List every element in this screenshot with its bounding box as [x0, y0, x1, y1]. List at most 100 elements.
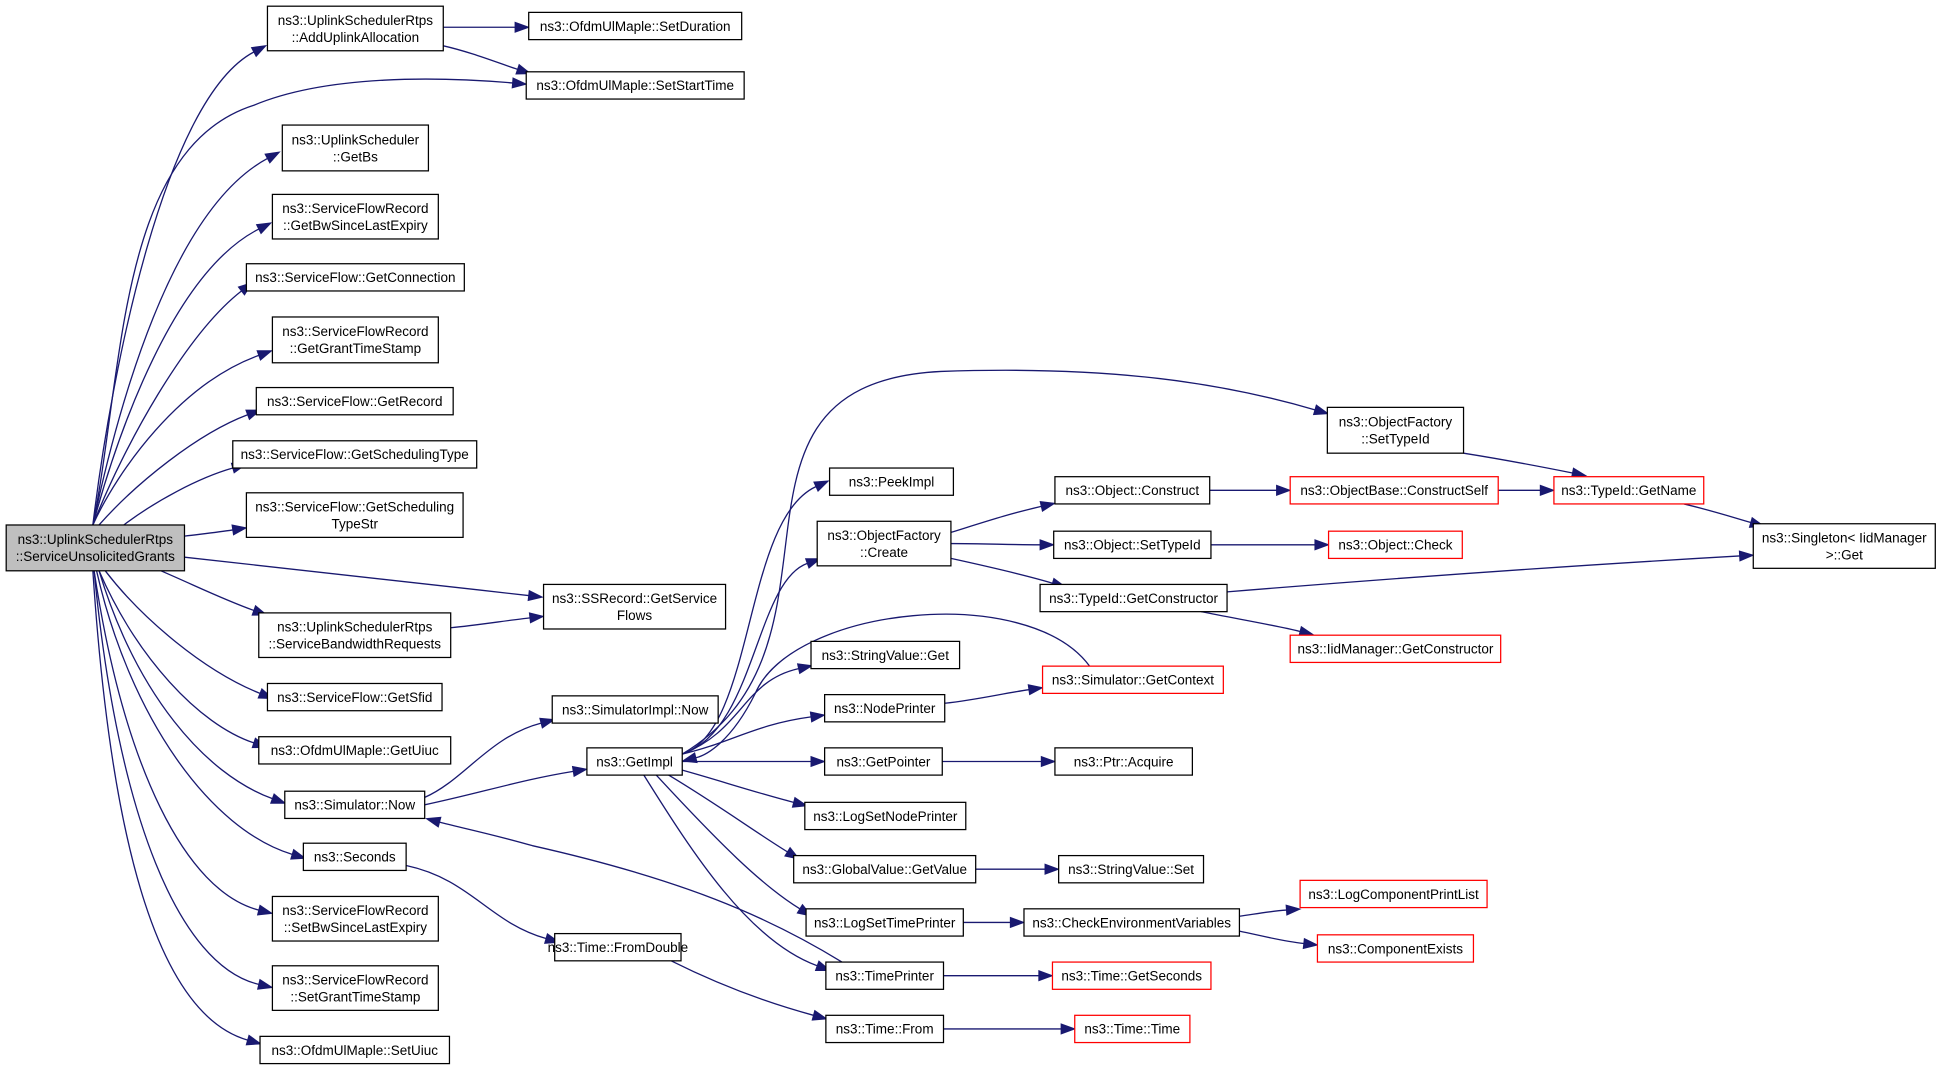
node-checkEnv[interactable]: ns3::CheckEnvironmentVariables [1023, 908, 1241, 937]
node-label: ns3::OfdmUlMaple::SetUiuc [271, 1043, 438, 1058]
edge-line [160, 570, 255, 612]
node-label: ::SetTypeId [1361, 432, 1429, 447]
node-label: ns3::LogComponentPrintList [1308, 887, 1479, 902]
node-box [828, 467, 955, 496]
node-label: ::SetGrantTimeStamp [290, 989, 420, 1004]
node-simGetContext[interactable]: ns3::Simulator::GetContext [1041, 665, 1224, 695]
node-timePrinter[interactable]: ns3::TimePrinter [825, 961, 945, 990]
edge-getImpl-to-logSetTime [655, 774, 813, 917]
node-setStartTime[interactable]: ns3::OfdmUlMaple::SetStartTime [525, 71, 745, 100]
node-objSetTypeId[interactable]: ns3::Object::SetTypeId [1053, 530, 1212, 560]
node-box [1041, 665, 1224, 695]
node-iidGetCtor[interactable]: ns3::IidManager::GetConstructor [1289, 634, 1502, 664]
node-typeIdGetName[interactable]: ns3::TypeId::GetName [1553, 476, 1705, 505]
node-label: ns3::TimePrinter [835, 968, 934, 983]
node-getConnection[interactable]: ns3::ServiceFlow::GetConnection [245, 263, 465, 292]
node-setBwSince[interactable]: ns3::ServiceFlowRecord::SetBwSinceLastEx… [271, 895, 439, 942]
edge-line [950, 557, 1053, 584]
edge-line [682, 716, 812, 755]
node-label: ::ServiceBandwidthRequests [268, 636, 441, 651]
edge-simGetContext-to-getImpl [681, 613, 1091, 764]
edge-typeIdGetCtor-to-iidGetCtor [1200, 611, 1315, 637]
node-box [255, 386, 454, 416]
node-label: ns3::StringValue::Set [1068, 862, 1194, 877]
node-label: ns3::Object::Check [1338, 538, 1452, 553]
edge-checkEnv-to-compExists [1239, 930, 1319, 950]
edge-arrowhead [1038, 970, 1054, 982]
node-objBaseConstructSelf[interactable]: ns3::ObjectBase::ConstructSelf [1289, 476, 1499, 505]
node-typeIdGetCtor[interactable]: ns3::TypeId::GetConstructor [1039, 583, 1228, 613]
edge-arrowhead [1539, 484, 1556, 496]
edge-arrowhead [809, 711, 826, 723]
edge-arrowhead [250, 44, 268, 58]
node-box [1316, 934, 1475, 963]
node-getImpl[interactable]: ns3::GetImpl [586, 747, 683, 776]
node-logSetTime[interactable]: ns3::LogSetTimePrinter [805, 908, 964, 937]
node-singletonGet[interactable]: ns3::Singleton< IidManager >::Get [1752, 523, 1936, 569]
node-seconds[interactable]: ns3::Seconds [302, 842, 407, 872]
node-simImplNow[interactable]: ns3::SimulatorImpl::Now [551, 695, 719, 724]
edge-line [1239, 909, 1287, 917]
node-label: ns3::ServiceFlowRecord [282, 324, 428, 339]
node-logSetNode[interactable]: ns3::LogSetNodePrinter [804, 801, 967, 831]
node-timeFrom[interactable]: ns3::Time::From [825, 1014, 945, 1044]
edge-timePrinter-to-timeGetSeconds [943, 970, 1054, 982]
node-setGrantTS[interactable]: ns3::ServiceFlowRecord::SetGrantTimeStam… [271, 965, 439, 1011]
node-getGrantTS[interactable]: ns3::ServiceFlowRecord::GetGrantTimeStam… [271, 316, 439, 364]
node-setDuration[interactable]: ns3::OfdmUlMaple::SetDuration [528, 11, 743, 41]
node-objConstruct[interactable]: ns3::Object::Construct [1054, 476, 1211, 505]
edge-ofSetTypeId-to-typeIdGetName [1463, 452, 1588, 479]
edge-line [92, 354, 260, 526]
node-box [586, 747, 683, 776]
node-box [1074, 1014, 1191, 1044]
node-simNow[interactable]: ns3::Simulator::Now [284, 790, 426, 820]
node-getRecord[interactable]: ns3::ServiceFlow::GetRecord [255, 386, 454, 416]
node-ofCreate[interactable]: ns3::ObjectFactory::Create [816, 520, 952, 567]
edge-line [668, 774, 788, 853]
node-fromDouble[interactable]: ns3::Time::FromDouble [548, 932, 689, 962]
edge-root-to-setGrantTS [93, 570, 274, 990]
node-addUplink[interactable]: ns3::UplinkSchedulerRtps::AddUplinkAlloc… [266, 5, 444, 52]
node-objCheck[interactable]: ns3::Object::Check [1327, 530, 1463, 560]
node-setUiuc[interactable]: ns3::OfdmUlMaple::SetUiuc [259, 1035, 451, 1065]
node-strValSet[interactable]: ns3::StringValue::Set [1058, 854, 1205, 884]
node-label: ::GetBwSinceLastExpiry [283, 218, 428, 233]
node-getBwSince[interactable]: ns3::ServiceFlowRecord::GetBwSinceLastEx… [271, 193, 439, 240]
edge-arrowhead [269, 793, 287, 804]
node-label: ::GetBs [333, 149, 378, 164]
node-getSchedType[interactable]: ns3::ServiceFlow::GetSchedulingType [232, 440, 478, 469]
edge-line [98, 414, 248, 526]
node-strValGet[interactable]: ns3::StringValue::Get [810, 640, 961, 670]
node-logCompPrint[interactable]: ns3::LogComponentPrintList [1299, 879, 1488, 909]
node-gvGetValue[interactable]: ns3::GlobalValue::GetValue [793, 854, 977, 884]
edge-getPointer-to-ptrAcquire [942, 755, 1057, 768]
node-getUiuc[interactable]: ns3::OfdmUlMaple::GetUiuc [258, 736, 452, 765]
node-timeGetSeconds[interactable]: ns3::Time::GetSeconds [1051, 961, 1212, 990]
node-box [793, 854, 977, 884]
node-label: ns3::PeekImpl [849, 474, 935, 489]
node-label: ns3::ObjectBase::ConstructSelf [1300, 483, 1488, 498]
node-getBs[interactable]: ns3::UplinkScheduler::GetBs [281, 124, 430, 172]
node-ptrAcquire[interactable]: ns3::Ptr::Acquire [1054, 747, 1193, 776]
edge-root-to-getServiceFlows [184, 556, 544, 602]
node-label: ::AddUplinkAllocation [292, 30, 420, 45]
edge-line [424, 722, 542, 798]
node-getPointer[interactable]: ns3::GetPointer [824, 747, 943, 776]
node-compExists[interactable]: ns3::ComponentExists [1316, 934, 1475, 963]
node-ofSetTypeId[interactable]: ns3::ObjectFactory::SetTypeId [1326, 406, 1465, 454]
node-getSfid[interactable]: ns3::ServiceFlow::GetSfid [266, 682, 443, 712]
node-box [1289, 476, 1499, 505]
edge-arrowhead [255, 222, 273, 235]
edge-line [1226, 555, 1740, 593]
edge-arrowhead [290, 848, 307, 860]
node-timeTime[interactable]: ns3::Time::Time [1074, 1014, 1191, 1044]
edge-arrowhead [528, 612, 545, 624]
node-serviceBw[interactable]: ns3::UplinkSchedulerRtps::ServiceBandwid… [258, 612, 452, 659]
node-peekImpl[interactable]: ns3::PeekImpl [828, 467, 955, 496]
node-nodePrinter[interactable]: ns3::NodePrinter [824, 693, 946, 723]
node-box [271, 193, 439, 240]
edge-logSetTime-to-checkEnv [963, 916, 1026, 929]
node-box [824, 747, 943, 776]
